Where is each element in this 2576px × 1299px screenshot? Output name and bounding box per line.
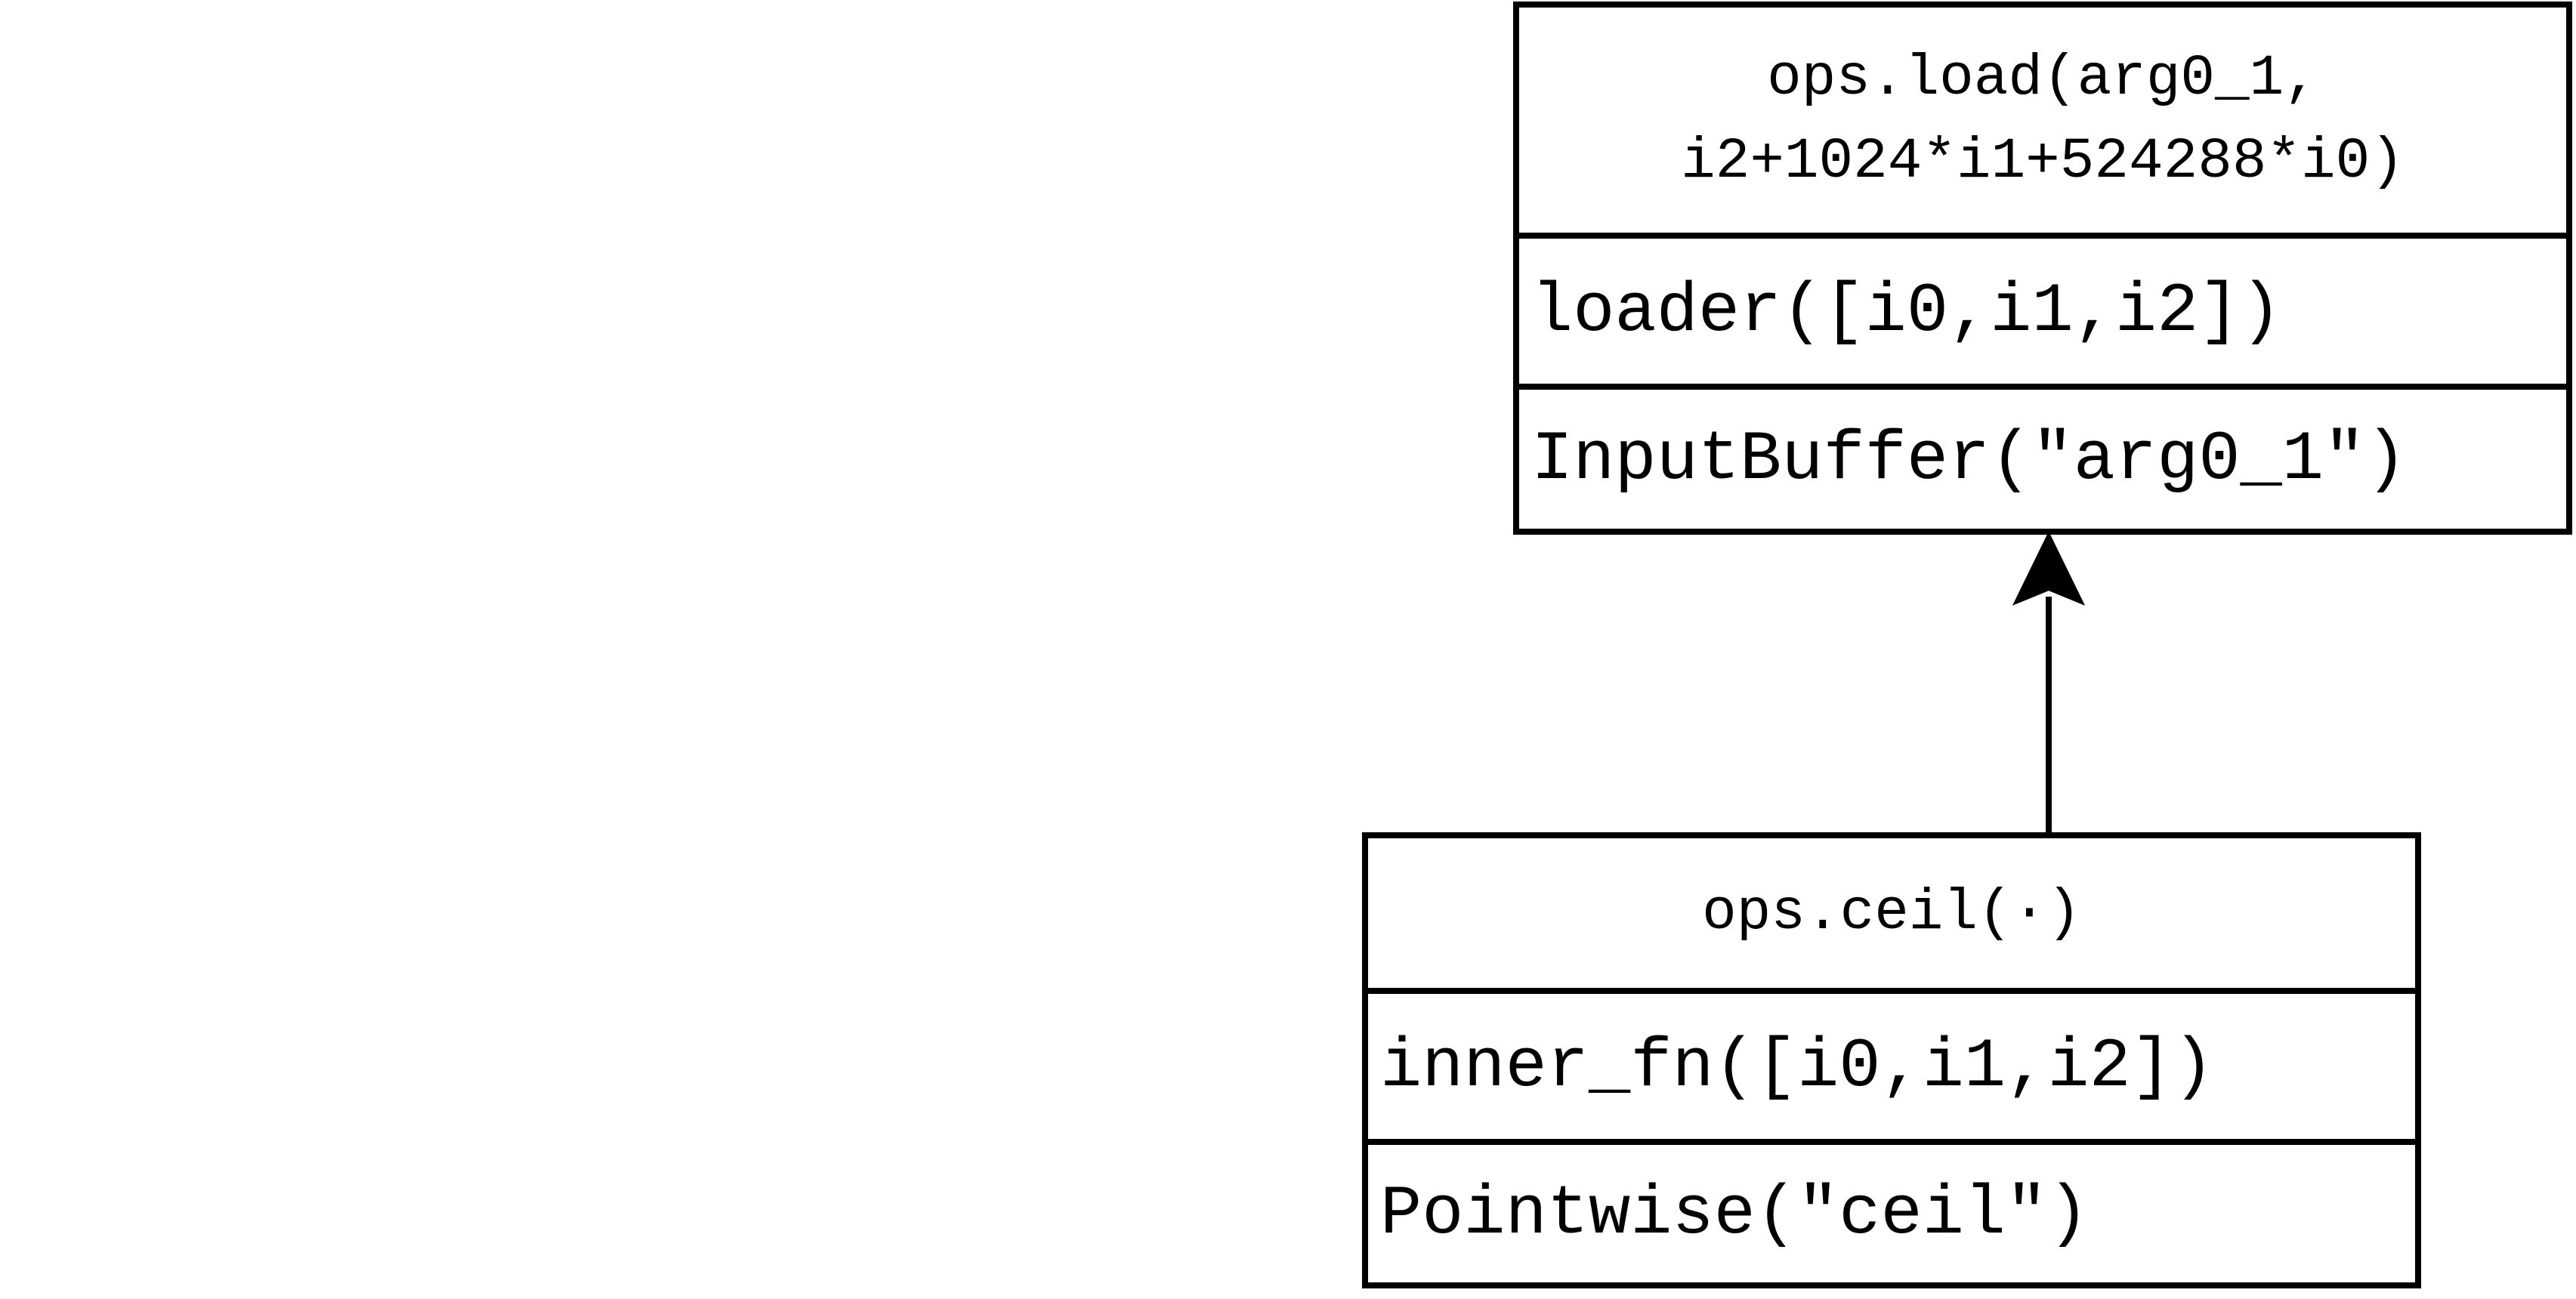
ceil-node-buffer-row: Pointwise("ceil") <box>1368 1139 2415 1282</box>
load-node[interactable]: ops.load(arg0_1, i2+1024*i1+524288*i0) l… <box>1513 2 2572 535</box>
ceil-node-header: ops.ceil(·) <box>1368 838 2415 988</box>
load-node-header-line2: i2+1024*i1+524288*i0) <box>1681 129 2405 194</box>
load-node-header-text: ops.load(arg0_1, i2+1024*i1+524288*i0) <box>1620 37 2466 203</box>
ceil-node-buffer-label: Pointwise("ceil") <box>1380 1174 2090 1254</box>
ceil-node-header-text: ops.ceil(·) <box>1702 880 2081 946</box>
ceil-node-function-label: inner_fn([i0,i1,i2]) <box>1380 1026 2215 1106</box>
load-node-function-label: loader([i0,i1,i2]) <box>1531 271 2282 351</box>
ceil-node-function-row: inner_fn([i0,i1,i2]) <box>1368 988 2415 1139</box>
load-node-buffer-label: InputBuffer("arg0_1") <box>1531 419 2408 499</box>
load-node-function-row: loader([i0,i1,i2]) <box>1519 233 2566 384</box>
load-node-buffer-row: InputBuffer("arg0_1") <box>1519 384 2566 529</box>
load-node-header: ops.load(arg0_1, i2+1024*i1+524288*i0) <box>1519 8 2566 233</box>
arrow-head-icon <box>2012 531 2086 606</box>
ceil-node[interactable]: ops.ceil(·) inner_fn([i0,i1,i2]) Pointwi… <box>1362 832 2421 1288</box>
load-node-header-line1: ops.load(arg0_1, <box>1767 45 2318 111</box>
